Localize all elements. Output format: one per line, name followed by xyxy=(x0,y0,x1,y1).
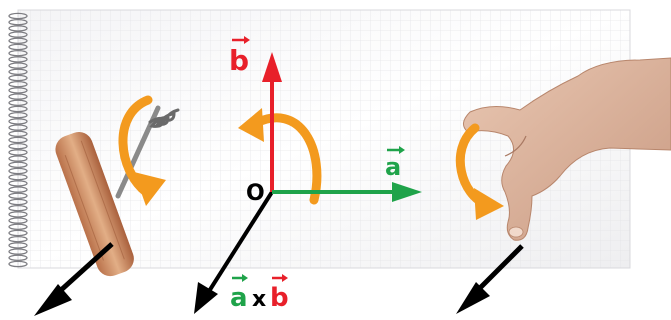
spiral-coil xyxy=(8,186,28,193)
spiral-coil xyxy=(8,136,28,144)
spiral-binding-icon xyxy=(8,12,28,268)
spiral-coil xyxy=(8,167,28,175)
spiral-coil xyxy=(8,37,28,45)
spiral-coil xyxy=(8,62,28,69)
spiral-coil xyxy=(8,248,28,255)
hand-icon xyxy=(463,57,671,241)
corkscrew-icon xyxy=(55,105,180,277)
label-axb: a x b xyxy=(230,274,289,313)
spiral-coil xyxy=(8,173,28,181)
spiral-coil xyxy=(8,229,28,237)
svg-text:b: b xyxy=(270,283,289,313)
spiral-coil xyxy=(8,56,28,63)
spiral-coil xyxy=(8,111,28,119)
spiral-coil xyxy=(8,142,28,150)
vector-a-arrow xyxy=(272,182,422,202)
spiral-coil xyxy=(8,31,28,38)
result-arrow-right xyxy=(456,244,524,314)
spiral-coil xyxy=(8,130,28,138)
result-arrow-left xyxy=(34,242,114,316)
spiral-coil xyxy=(8,25,28,32)
spiral-coil xyxy=(8,49,28,57)
spiral-coil xyxy=(8,242,28,249)
spiral-coil xyxy=(8,149,28,156)
spiral-coil xyxy=(8,180,28,187)
svg-text:a: a xyxy=(385,153,401,181)
spiral-coil xyxy=(8,87,28,94)
spiral-coil xyxy=(8,254,28,262)
label-b: b xyxy=(229,36,250,77)
spiral-coil xyxy=(8,192,28,200)
spiral-coil xyxy=(8,74,28,82)
spiral-coil xyxy=(8,161,28,169)
spiral-coil xyxy=(8,118,28,125)
rotation-arrow-center xyxy=(238,108,322,205)
spiral-coil xyxy=(8,80,28,88)
spiral-coil xyxy=(8,217,28,224)
spiral-coil xyxy=(8,18,28,26)
spiral-coil xyxy=(8,235,28,243)
spiral-coil xyxy=(8,124,28,131)
spiral-coil xyxy=(8,93,28,100)
spiral-coil xyxy=(8,105,28,113)
spiral-coil xyxy=(8,12,28,20)
origin-label: O xyxy=(246,181,265,206)
svg-text:b: b xyxy=(229,44,249,77)
spiral-coil xyxy=(8,43,28,51)
vector-b-arrow xyxy=(262,52,282,192)
label-a: a xyxy=(385,146,405,181)
svg-text:a: a xyxy=(230,283,248,313)
svg-text:x: x xyxy=(252,287,266,312)
spiral-coil xyxy=(8,99,28,107)
spiral-coil xyxy=(8,260,28,268)
spiral-coil xyxy=(8,198,28,206)
spiral-coil xyxy=(8,211,28,218)
spiral-coil xyxy=(8,68,28,76)
vector-axb-arrow xyxy=(194,190,274,314)
rotation-arrow-hand xyxy=(455,123,504,220)
spiral-coil xyxy=(8,155,28,162)
spiral-coil xyxy=(8,223,28,231)
spiral-coil xyxy=(8,204,28,212)
rotation-arrow-corkscrew xyxy=(118,95,166,206)
